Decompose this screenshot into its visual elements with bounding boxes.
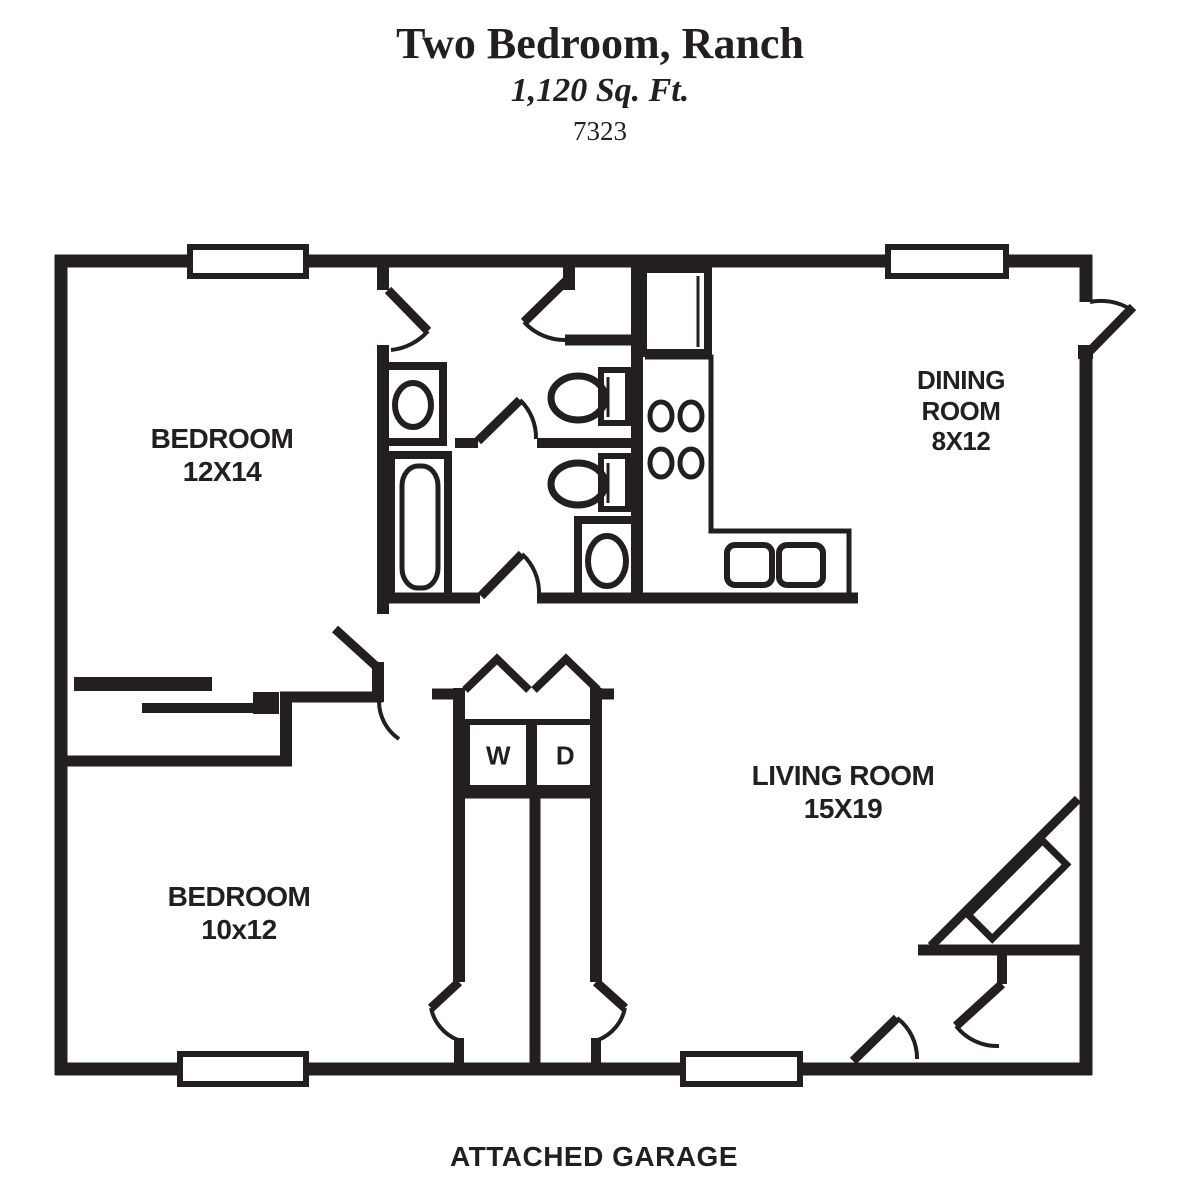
bathroom-hall — [385, 396, 643, 604]
toilet-tank — [598, 367, 631, 426]
door-jamb — [1078, 345, 1093, 359]
door-swing-arc — [895, 1016, 920, 1060]
closet-side-wall — [280, 694, 292, 762]
page-title: Two Bedroom, Ranch — [396, 19, 804, 68]
corner-closet-wall — [927, 795, 1082, 950]
kitchen-sink-basin — [776, 542, 826, 588]
door-leaf — [952, 980, 1006, 1030]
room-label-bedroom1: BEDROOM 12X14 — [151, 422, 294, 488]
sink — [392, 380, 434, 430]
stove-burner — [677, 446, 705, 480]
wall-block — [253, 692, 279, 714]
stove-burner — [677, 399, 705, 433]
washer-label: W — [485, 740, 511, 771]
toilet-tank — [598, 453, 631, 512]
window — [187, 244, 309, 279]
door-leaf — [474, 396, 524, 445]
door-leaf — [520, 274, 573, 326]
entry-door — [1078, 298, 1137, 360]
kitchen-sink-basin — [724, 542, 775, 588]
bifold-door — [462, 653, 532, 693]
door-swing-arc — [429, 1007, 459, 1042]
storage-closets — [427, 795, 629, 1063]
sliding-door-panel — [963, 835, 1072, 944]
laundry-closet — [432, 653, 614, 799]
door-swing-arc — [522, 320, 568, 343]
door-leaf — [384, 286, 432, 335]
bedroom1-closet — [55, 677, 383, 767]
door-leaf — [849, 1014, 901, 1065]
room-dims: 10x12 — [201, 914, 277, 945]
door-leaf — [592, 978, 629, 1012]
sliding-door-panel — [142, 703, 255, 713]
toilet-bowl — [547, 459, 609, 509]
sink — [585, 533, 629, 589]
door-swing-arc — [1089, 298, 1132, 311]
stove-burner — [647, 446, 675, 480]
door-swing-arc — [390, 329, 430, 352]
bathroom-master — [377, 267, 640, 446]
refrigerator — [639, 265, 712, 357]
door-swing-arc — [597, 1007, 627, 1042]
garage-label: ATTACHED GARAGE — [449, 1141, 739, 1172]
door-leaf — [427, 978, 463, 1012]
door-swing-arc — [954, 1024, 1000, 1049]
door-swing-arc — [377, 701, 401, 741]
dryer-label: D — [555, 740, 575, 771]
square-footage: 1,120 Sq. Ft. — [510, 72, 690, 109]
stove-burner — [647, 399, 675, 433]
door-leaf — [331, 625, 382, 672]
sliding-door-panel — [74, 677, 212, 691]
vanity — [377, 362, 447, 446]
room-name: BEDROOM — [167, 880, 311, 912]
window — [680, 1051, 803, 1087]
window — [885, 244, 1009, 279]
door-swing-arc — [520, 552, 542, 596]
room-name: DINING — [917, 364, 1006, 395]
room-dims: 15X19 — [803, 793, 883, 824]
room-name: BEDROOM — [150, 422, 294, 454]
room-name: LIVING ROOM — [751, 759, 935, 791]
door-swing-arc — [518, 398, 539, 440]
plan-number: 7323 — [573, 116, 627, 146]
toilet-bowl — [547, 372, 609, 424]
room-dims: 12X14 — [182, 456, 262, 487]
window — [177, 1051, 309, 1087]
room-name: ROOM — [921, 395, 1001, 426]
kitchen — [631, 265, 858, 604]
room-label-dining: DINING ROOM 8X12 — [917, 364, 1006, 457]
windows — [177, 244, 1009, 1087]
bathtub-basin — [399, 463, 441, 591]
door-leaf — [477, 550, 526, 600]
room-dims: 8X12 — [931, 426, 991, 457]
interior-walls-west — [331, 267, 432, 741]
room-label-bedroom2: BEDROOM 10x12 — [168, 880, 311, 946]
kitchen-counter — [645, 354, 852, 596]
room-label-living: LIVING ROOM 15X19 — [752, 759, 935, 825]
bifold-door — [531, 653, 601, 693]
entry-area — [849, 795, 1086, 1065]
